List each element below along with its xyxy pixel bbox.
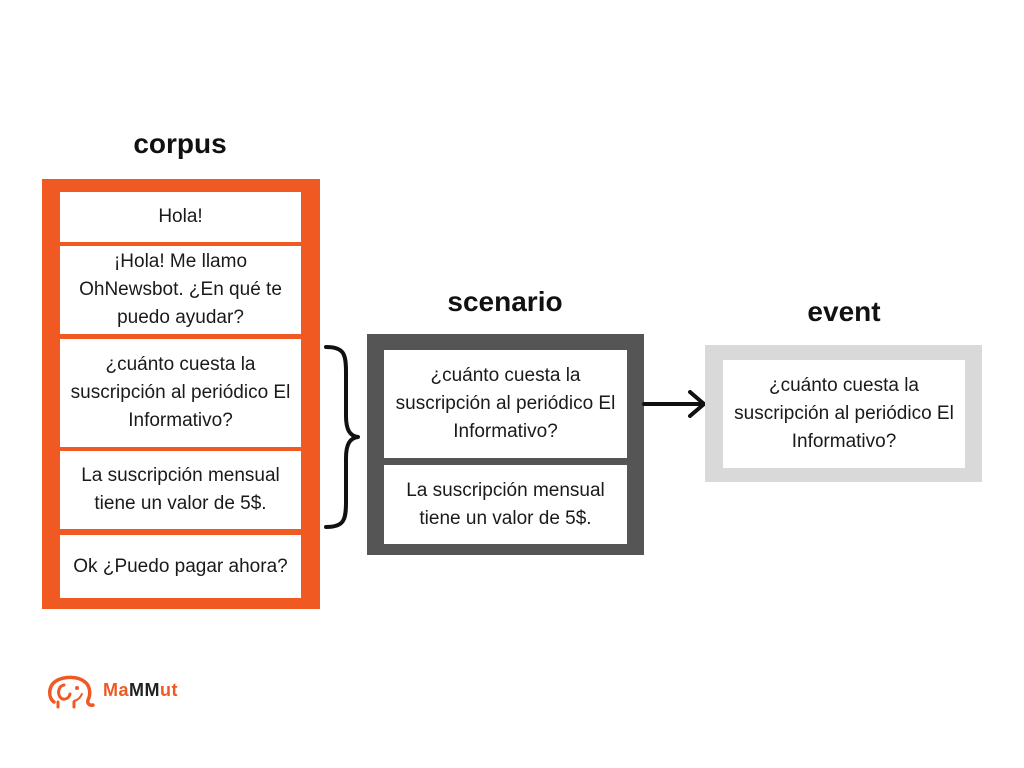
corpus-title: corpus (133, 128, 227, 159)
corpus-message: ¡Hola! Me llamo OhNewsbot. ¿En qué te pu… (60, 246, 301, 334)
brand-logo-text: MaMMut (103, 680, 179, 700)
curly-brace-icon (324, 345, 360, 529)
arrow-right-icon (642, 390, 706, 418)
event-message: ¿cuánto cuesta la suscripción al periódi… (723, 360, 965, 468)
event-title: event (807, 296, 881, 327)
scenario-title: scenario (447, 286, 563, 317)
corpus-message: ¿cuánto cuesta la suscripción al periódi… (60, 339, 301, 447)
corpus-message: Hola! (60, 192, 301, 242)
corpus-message: La suscripción mensual tiene un valor de… (60, 451, 301, 529)
scenario-message: ¿cuánto cuesta la suscripción al periódi… (384, 350, 627, 458)
scenario-message: La suscripción mensual tiene un valor de… (384, 465, 627, 544)
elephant-icon (48, 675, 95, 709)
corpus-message: Ok ¿Puedo pagar ahora? (60, 535, 301, 598)
